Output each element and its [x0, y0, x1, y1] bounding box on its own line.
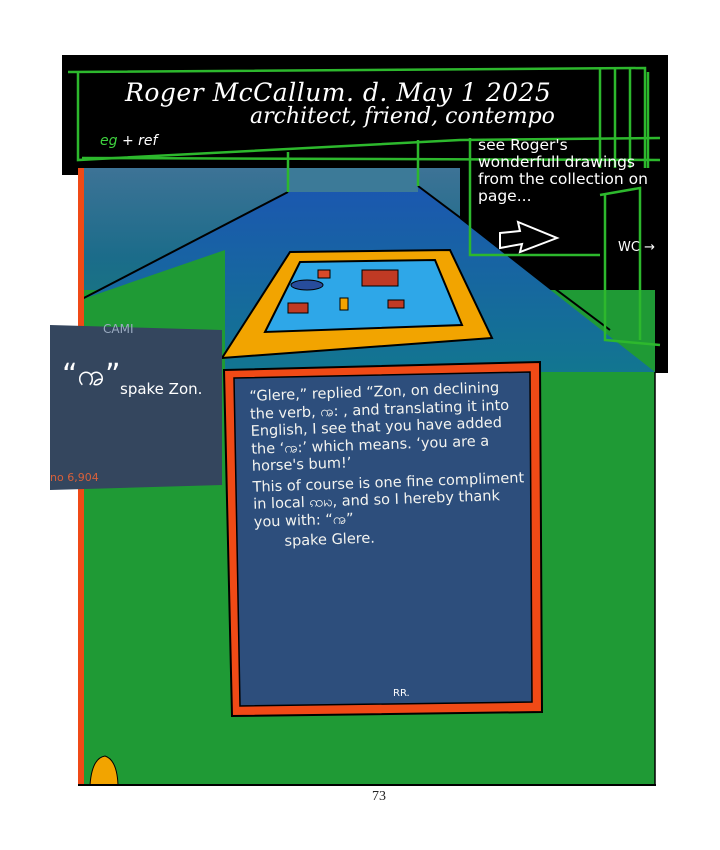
board-paragraph: “Glere,” replied “Zon, on declining the … [249, 380, 510, 475]
header-title-name-date: Roger McCallum. d. May 1 2025 [125, 78, 552, 107]
blue-table [263, 258, 464, 334]
yellow-blob [89, 755, 119, 786]
eg-label: eg [100, 133, 118, 149]
green-sketch-lines [67, 66, 661, 347]
arrow-right-icon [499, 220, 560, 254]
board-paragraph: This of course is one fine compliment in… [252, 469, 525, 531]
collage-photo [50, 325, 222, 490]
header-subtitle: architect, friend, contempo [250, 104, 555, 129]
side-note: see Roger's wonderfull drawings from the… [478, 136, 648, 205]
collage-number: no 6,904 [50, 471, 99, 484]
page-number: 73 [372, 789, 386, 804]
collage-glyph: “ꩠ” [62, 358, 121, 393]
board-signature: RR. [393, 688, 410, 699]
collage-top-text: CAMI [103, 322, 134, 336]
board-face [233, 371, 533, 707]
collage-caption: spake Zon. [120, 380, 203, 398]
wc-label: WC → [618, 240, 655, 255]
ref-label: + ref [121, 133, 158, 149]
board-text: “Glere,” replied “Zon, on declining the … [249, 379, 530, 555]
eg-ref-label: eg + ref [100, 133, 157, 149]
back-wall [288, 168, 418, 192]
